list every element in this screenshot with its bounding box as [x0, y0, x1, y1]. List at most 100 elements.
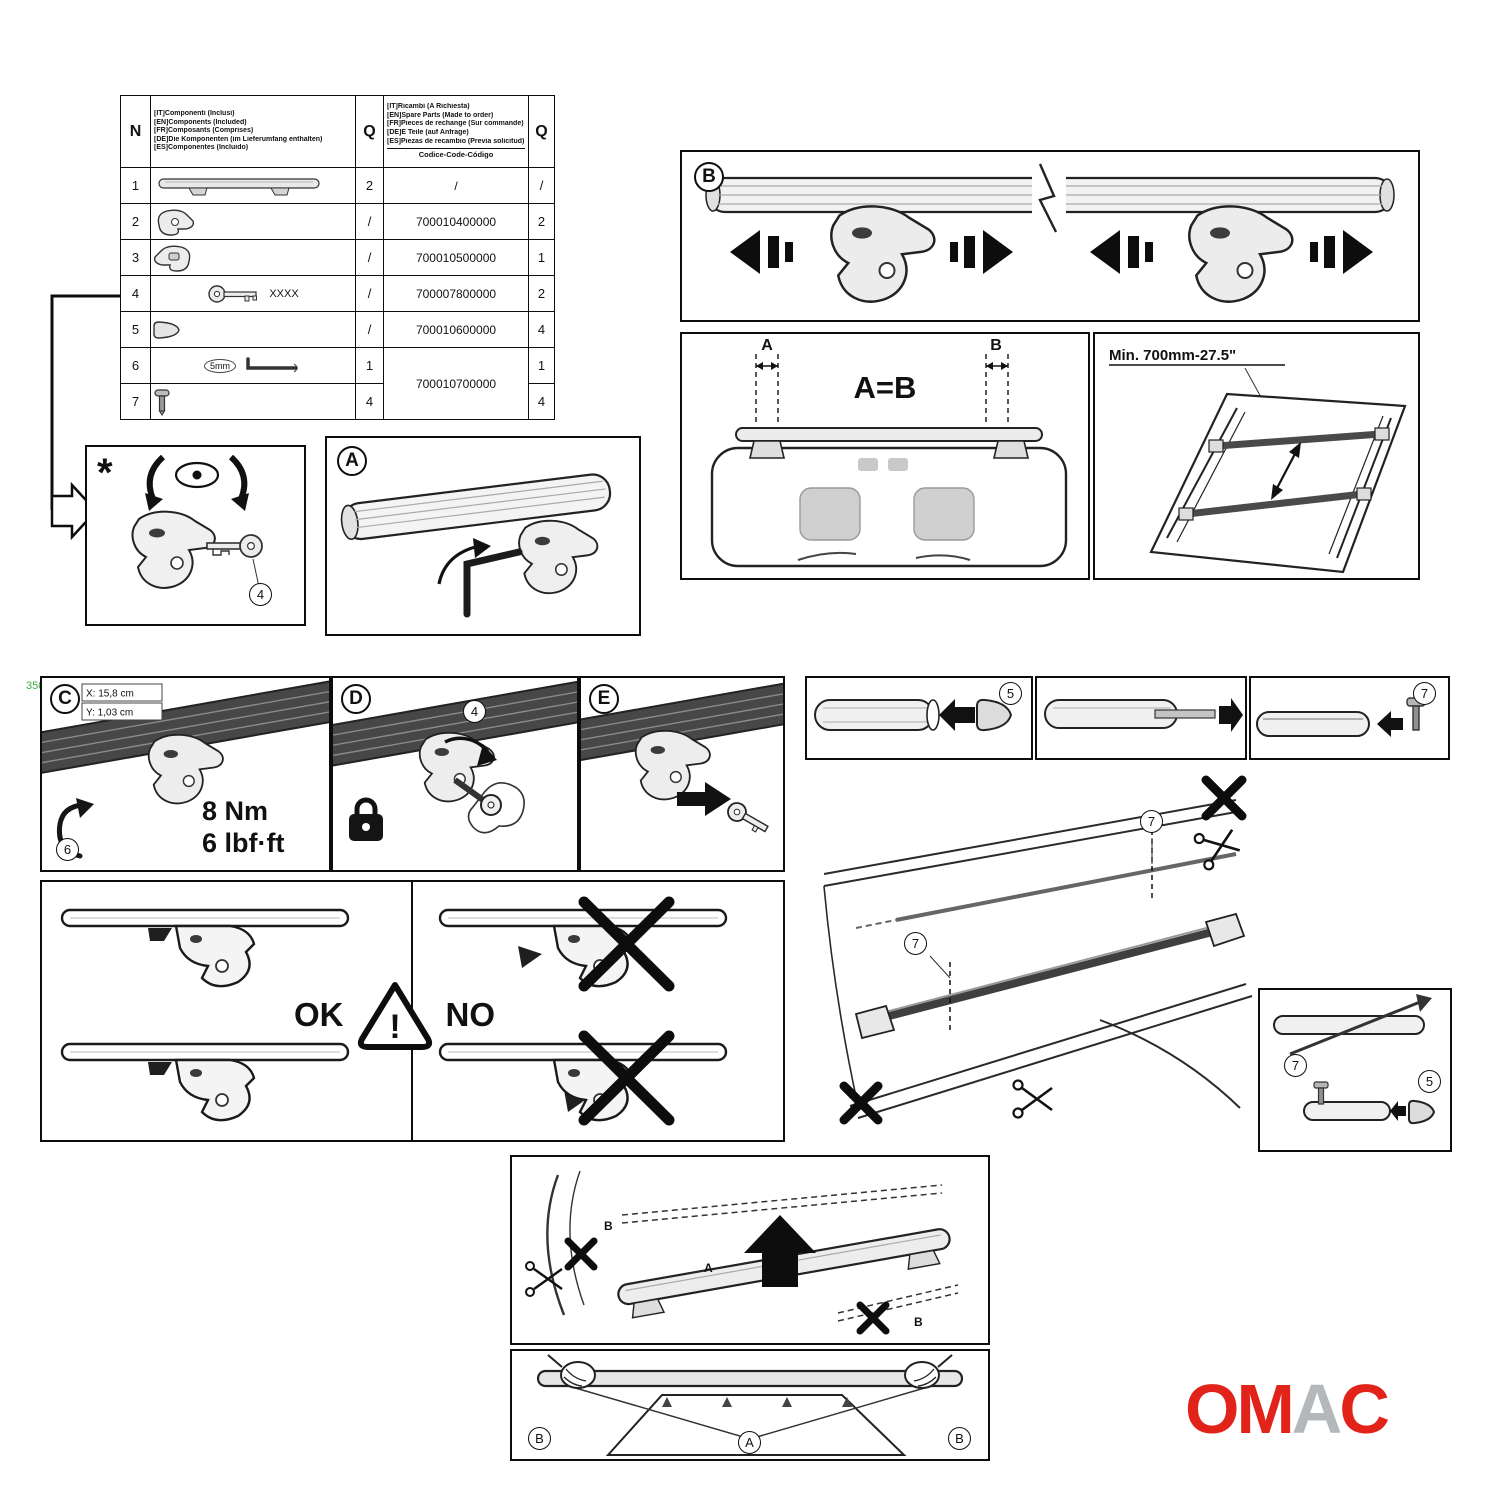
rubber-strip	[1289, 1000, 1421, 1056]
panel-step-d: D	[331, 676, 579, 872]
spare-line: [ES]Piezas de recambio (Previa solicitud…	[387, 137, 525, 145]
crossbar-icon	[1178, 427, 1390, 521]
part-qty: 2	[355, 167, 384, 204]
lightning-break-icon	[1032, 163, 1066, 233]
part-spare-qty: 1	[528, 239, 555, 276]
strip-label: B	[604, 1219, 613, 1233]
hand-icon	[904, 1354, 953, 1389]
part-illustration	[150, 239, 356, 276]
part-qty: /	[355, 311, 384, 348]
part-spare-qty: /	[528, 167, 555, 204]
crossbar-icon	[854, 912, 1246, 1040]
part-ref-badge: 5	[999, 682, 1022, 705]
panel-end-cap: 5	[805, 676, 1033, 760]
allen-key-icon	[463, 548, 523, 618]
panel-key-usage: *	[85, 445, 306, 626]
detail-illustration	[1273, 994, 1436, 1125]
car-roof	[710, 446, 1068, 568]
included-line: [EN]Components (Included)	[154, 118, 247, 126]
end-cap-icon	[1408, 1099, 1436, 1125]
clamp-foot-icon	[131, 510, 216, 589]
panel-d-tag: D	[341, 684, 371, 714]
clamp-foot-icon	[174, 924, 256, 988]
included-line: [DE]Die Komponenten (im Lieferumfang ent…	[154, 135, 323, 143]
part-qty: /	[355, 203, 384, 240]
strip-label: B	[914, 1315, 923, 1329]
clamp-foot-icon	[147, 733, 224, 805]
clamp-correct-illustration	[60, 908, 350, 988]
panel-e-tag: E	[589, 684, 619, 714]
car-roof	[1149, 392, 1407, 574]
crossbar-icon	[1303, 1101, 1391, 1121]
roof-strip-cutting-illustration: 7 7	[800, 770, 1260, 1150]
included-header: [IT]Componenti (Inclusi) [EN]Components …	[150, 95, 356, 168]
spare-line: [DE]E Teile (auf Anfrage)	[387, 129, 469, 136]
table-row: 7 4 4	[120, 383, 555, 420]
x-mark-icon	[564, 1237, 598, 1271]
part-ref-badge: 7	[1140, 810, 1163, 833]
min-span-label: Min. 700mm-27.5"	[1109, 347, 1236, 364]
logo-letter-c: C	[1339, 1370, 1390, 1448]
part-ref-badge: 6	[56, 838, 79, 861]
strip-slide-illustration	[1044, 698, 1243, 732]
code-header: Codice-Code-Código	[387, 148, 525, 160]
clamp-foot-icon	[1204, 912, 1246, 948]
torque-nm-label: 8 Nm	[202, 796, 268, 826]
lock-clamp-icon	[153, 244, 191, 272]
panel-step-e: E	[579, 676, 785, 872]
part-spare-qty: 2	[528, 203, 555, 240]
pin-insert-illustration	[1256, 697, 1426, 737]
rotate-arrow-right-icon	[228, 454, 249, 511]
bolt-pin-icon	[154, 388, 170, 416]
clamp-foot-icon	[418, 731, 495, 803]
part-ref-badge: A	[738, 1431, 761, 1454]
rubber-wedge	[148, 1062, 172, 1075]
bar-adjustment-illustration	[705, 163, 1395, 303]
table-row: 1 2 / /	[120, 167, 555, 204]
rubber-wedge	[148, 928, 172, 941]
x-mark-icon	[578, 896, 675, 992]
part-qty: /	[355, 239, 384, 276]
clamp-foot-icon	[631, 1298, 666, 1319]
crossbar-icon	[1273, 1015, 1425, 1035]
part-qty: 1	[355, 347, 384, 384]
spare-line: [FR]Pieces de rechange (Sur commande)	[387, 120, 524, 128]
part-qty: 4	[355, 383, 384, 420]
panel-c-tag: C	[50, 684, 80, 714]
panel-final-fit: B A B	[510, 1349, 990, 1461]
crossbar-icon	[536, 1369, 964, 1388]
arrow-right-icon	[950, 230, 1013, 274]
crossbar-icon	[158, 177, 320, 195]
final-fit-illustration	[536, 1354, 964, 1456]
panel-b-tag: B	[694, 162, 724, 192]
arrow-up-icon	[662, 1397, 852, 1407]
included-line: [ES]Componentes (Incluido)	[154, 144, 249, 152]
warning-triangle-icon: !	[357, 982, 432, 1050]
part-ref-badge: 5	[1418, 1070, 1441, 1093]
reference-bracket-arrow	[50, 294, 120, 541]
clamp-foot-icon	[992, 440, 1030, 459]
clamp-icon	[157, 208, 195, 236]
part-illustration: 5mm	[150, 347, 356, 384]
part-ref-badge: 7	[904, 932, 927, 955]
part-n: 3	[120, 239, 151, 276]
part-illustration	[150, 383, 356, 420]
stray-mark: 350	[26, 680, 45, 692]
clamp-wrong-illustration	[438, 1030, 728, 1126]
bar-label: A	[704, 1261, 713, 1275]
part-ref-badge: 7	[1284, 1054, 1307, 1077]
torque-lbf-label: 6 lbf·ft	[202, 828, 284, 858]
no-label: NO	[445, 996, 496, 1033]
panel-min-span: Min. 700mm-27.5"	[1093, 332, 1420, 580]
arrow-right-icon	[677, 782, 731, 816]
cut-guides	[949, 830, 1153, 1032]
torque-illustration: X: 15,8 cm Y: 1,03 cm 8 Nm 6 lbf·ft	[42, 678, 329, 859]
arrow-head	[1416, 994, 1432, 1012]
rear-window	[605, 1394, 907, 1456]
ok-no-labels: OK ! NO	[294, 982, 544, 1050]
clamp-foot-icon	[518, 519, 599, 595]
dim-y-label: Y: 1,03 cm	[86, 708, 133, 719]
col-n-header: N	[120, 95, 151, 168]
arrow-left-icon	[730, 230, 793, 274]
